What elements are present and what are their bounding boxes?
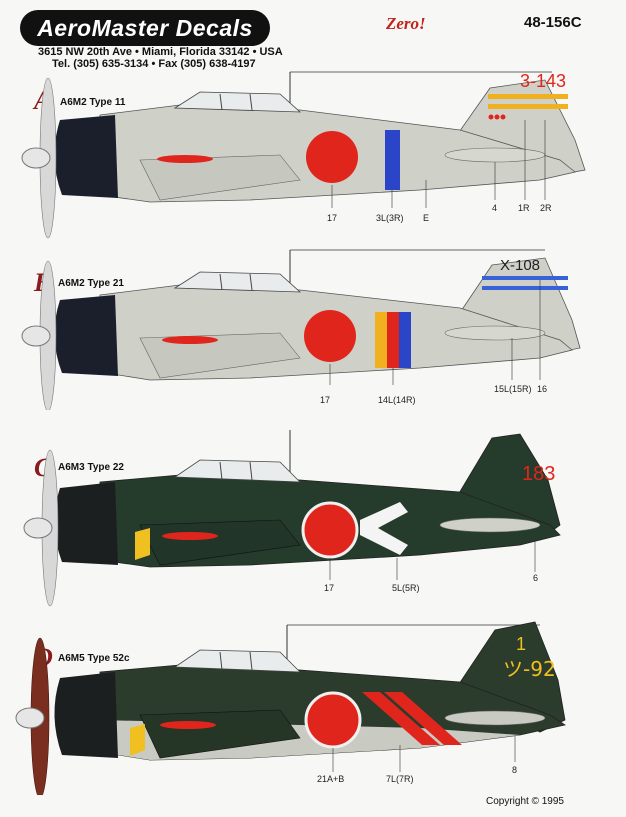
tail-code-c: 183	[522, 463, 555, 485]
sheet-title: Zero!	[386, 14, 426, 33]
callout-label: 8	[512, 765, 518, 775]
phone-fax-line: Tel. (305) 635-3134 • Fax (305) 638-4197	[52, 58, 256, 70]
aircraft-profile-a: 3-143	[21, 71, 586, 239]
callout-label: 3L(3R)	[376, 213, 404, 223]
callout-label: 16	[537, 384, 548, 394]
aircraft-profile-c: 183	[23, 430, 561, 607]
callout-label: 1R	[518, 203, 530, 213]
callout-label: 17	[320, 395, 331, 405]
callout-label: 14L(14R)	[378, 395, 416, 405]
tail-code-a: 3-143	[520, 71, 566, 91]
sheet-code: 48-156C	[524, 14, 582, 31]
callout-label: 6	[533, 573, 539, 583]
profile-type-d: A6M5 Type 52c	[58, 653, 130, 664]
aircraft-profile-d: 1 ツ-92	[15, 621, 567, 795]
tail-code-d-top: 1	[516, 634, 526, 654]
profile-type-a: A6M2 Type 11	[60, 97, 126, 108]
aircraft-profile-b: X-108	[21, 249, 581, 410]
callout-label: 15L(15R)	[494, 384, 532, 394]
callout-label: 21A+B	[317, 774, 345, 784]
profile-type-c: A6M3 Type 22	[58, 462, 124, 473]
callout-label: E	[423, 213, 430, 223]
callout-label: 2R	[540, 203, 552, 213]
profile-type-b: A6M2 Type 21	[58, 278, 124, 289]
tail-code-d: ツ-92	[503, 657, 556, 681]
callout-label: 17	[324, 583, 335, 593]
callout-label: 5L(5R)	[392, 583, 420, 593]
callout-label: 7L(7R)	[386, 774, 414, 784]
callout-label: 17	[327, 213, 338, 223]
address-line: 3615 NW 20th Ave • Miami, Florida 33142 …	[38, 46, 283, 58]
tail-code-b: X-108	[500, 257, 540, 274]
aeromaster-logo: AeroMaster Decals	[20, 10, 270, 46]
callout-label: 4	[492, 203, 498, 213]
copyright-notice: Copyright © 1995	[486, 796, 564, 807]
